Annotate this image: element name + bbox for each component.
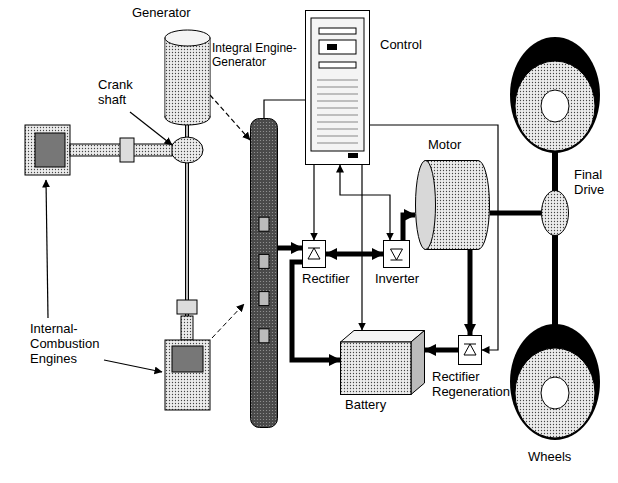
- node-label: Rectifier: [302, 272, 350, 287]
- piston: [172, 346, 203, 372]
- control-line: [340, 165, 390, 240]
- inverter-box: Inverter: [383, 240, 410, 268]
- node-label: Control: [380, 38, 422, 53]
- regen-rectifier-box: [458, 335, 482, 365]
- part-label: Wheels: [528, 450, 571, 465]
- engine-generator-bar: [250, 118, 278, 428]
- wheel-tire: [510, 37, 600, 153]
- axle: [552, 150, 558, 325]
- crank-web: [177, 300, 197, 314]
- power-line: [278, 246, 302, 251]
- wheel-rim: [515, 61, 595, 151]
- leader-arrow: [46, 180, 48, 318]
- part-label: Internal-Combustion Engines: [30, 322, 110, 367]
- control-line: [370, 125, 498, 350]
- part-label: Crank shaft: [98, 78, 138, 108]
- battery-box: [340, 330, 425, 395]
- power-line: [403, 215, 415, 240]
- generator-cylinder: Generator: [165, 30, 210, 125]
- control-line: [361, 165, 362, 330]
- engine-cylinder: [165, 340, 210, 410]
- wheel-hub: [541, 90, 569, 122]
- wheel-hub: [541, 377, 569, 409]
- rectifier-box: Rectifier: [302, 240, 326, 268]
- dashed-arrow: [212, 304, 244, 338]
- inverter-box: [383, 240, 410, 268]
- motor-cylinder: Motor: [415, 160, 490, 250]
- rod-joint: [120, 138, 134, 162]
- node-label: Integral Engine-Generator: [212, 42, 304, 70]
- control-computer: [305, 10, 370, 165]
- leader-arrow: [104, 360, 162, 372]
- power-line: [425, 348, 458, 353]
- connecting-rod: [181, 316, 193, 340]
- regen-rectifier-box: Rectifier Regeneration: [458, 335, 482, 365]
- engine-generator-bar: Integral Engine-Generator: [250, 118, 278, 428]
- motor-cylinder: [415, 160, 490, 250]
- piston: [35, 133, 65, 167]
- control-line: [264, 100, 305, 118]
- crank-hub: [171, 137, 203, 163]
- rectifier-box: [302, 240, 326, 268]
- node-label: Inverter: [375, 272, 419, 287]
- power-line: [326, 252, 383, 257]
- node-label: Battery: [345, 398, 386, 413]
- final-drive: [541, 190, 569, 236]
- node-label: Final Drive: [574, 168, 614, 198]
- node-label: Generator: [132, 6, 191, 21]
- wheel-tire: [510, 324, 600, 440]
- final-drive: Final Drive: [541, 190, 569, 236]
- wheel-rim: [515, 348, 595, 438]
- engine-cylinder: [25, 125, 70, 175]
- dashed-arrow: [210, 95, 250, 140]
- generator-cylinder: [165, 30, 210, 125]
- node-label: Motor: [428, 138, 461, 153]
- node-label: Rectifier Regeneration: [432, 370, 517, 400]
- control-line: [313, 165, 314, 240]
- battery-box: Battery: [340, 330, 425, 395]
- power-line: [468, 250, 473, 335]
- control-computer: Control: [305, 10, 370, 165]
